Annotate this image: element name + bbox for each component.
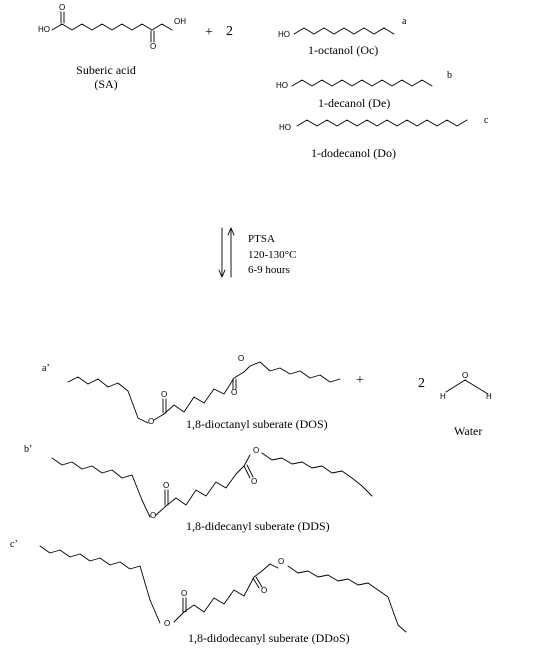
time-label: 6-9 hours: [248, 264, 290, 276]
octanol-chain: [293, 27, 395, 35]
decanol-chain: [291, 79, 433, 87]
acid-name: Suberic acid: [76, 63, 136, 77]
suberic-acid-structure: [51, 11, 173, 43]
octanol-ho: HO: [278, 30, 290, 39]
dos-carbonyl-o2: O: [231, 388, 238, 397]
water-h-left: H: [440, 392, 446, 401]
ddos-carbonyl-o2: O: [261, 586, 268, 595]
alcohol-coefficient: 2: [226, 24, 233, 39]
reactant-plus: +: [205, 25, 213, 40]
dos-ester-o2: O: [238, 354, 245, 363]
octanol-letter: a: [402, 16, 407, 27]
acid-abbr: (SA): [94, 77, 118, 91]
acid-oh-left: HO: [38, 25, 50, 34]
dds-structure: [51, 452, 373, 518]
dos-name: 1,8-dioctanyl suberate (DOS): [186, 417, 328, 431]
acid-o-bottom: O: [150, 42, 157, 51]
water-h-right: H: [486, 392, 492, 401]
ddos-letter: c’: [10, 539, 18, 550]
water-o: O: [462, 371, 469, 380]
dds-carbonyl-o2: O: [251, 477, 258, 486]
ddos-ester-o2: O: [278, 557, 285, 566]
acid-o-top: O: [59, 3, 66, 12]
dos-ester-o1: O: [148, 417, 155, 426]
decanol-ho: HO: [276, 81, 288, 90]
dds-carbonyl-o1: O: [163, 481, 170, 490]
dodecanol-name: 1-dodecanol (Do): [311, 146, 396, 160]
water-coefficient: 2: [418, 376, 425, 391]
dodecanol-ho: HO: [279, 123, 291, 132]
water-structure: [445, 379, 489, 395]
temperature-label: 120-130°C: [248, 249, 297, 261]
dodecanol-chain: [296, 119, 468, 127]
acid-oh-right: OH: [174, 17, 186, 26]
dds-letter: b’: [24, 444, 33, 455]
dds-ester-o2: O: [253, 446, 260, 455]
ddos-carbonyl-o1: O: [181, 589, 188, 598]
dos-structure: [67, 361, 341, 424]
equilibrium-arrows: [218, 227, 235, 278]
ddos-structure: [39, 545, 407, 633]
dds-name: 1,8-didecanyl suberate (DDS): [186, 519, 330, 533]
decanol-letter: b: [447, 70, 452, 81]
dos-carbonyl-o1: O: [161, 390, 168, 399]
dodecanol-letter: c: [484, 115, 489, 126]
dds-ester-o1: O: [150, 511, 157, 520]
product-plus: +: [356, 373, 364, 388]
ddos-name: 1,8-didodecanyl suberate (DDoS): [188, 631, 350, 645]
decanol-name: 1-decanol (De): [318, 96, 391, 110]
water-name: Water: [454, 424, 483, 438]
dos-letter: a’: [42, 363, 50, 374]
catalyst-label: PTSA: [248, 233, 275, 245]
octanol-name: 1-octanol (Oc): [308, 43, 379, 57]
ddos-ester-o1: O: [164, 619, 171, 628]
